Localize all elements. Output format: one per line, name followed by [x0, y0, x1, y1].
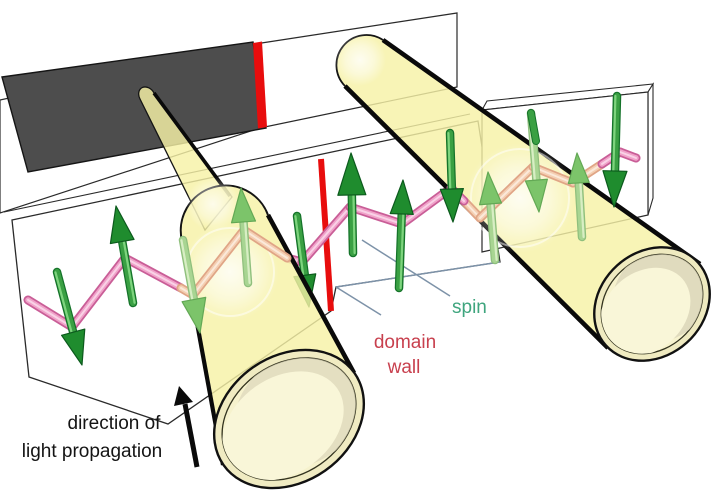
spin-chain-bond — [67, 253, 130, 332]
spin-arrow-up — [478, 171, 503, 265]
spin-arrow-up — [567, 152, 590, 242]
plane-bottom-edge-line — [335, 261, 501, 288]
spin-arrow-up — [389, 179, 414, 293]
spin-arrow-down — [439, 128, 464, 223]
screen-domain-wall-line — [253, 41, 267, 129]
propagation-arrow — [174, 386, 200, 468]
spin-arrow-up — [109, 205, 138, 308]
spin-arrow-up — [230, 187, 257, 288]
spin-chain-bond — [120, 253, 186, 293]
spin-chain-inside-beam-layer — [176, 108, 607, 334]
spin-leader-line — [361, 239, 451, 297]
spin-chain-bond — [345, 202, 407, 229]
propagation-label-line1: direction of — [68, 413, 162, 434]
panel-side-face — [647, 82, 654, 216]
beam-opening-right — [593, 243, 714, 362]
spin-chain-front-layer — [439, 91, 641, 223]
domain-wall-label-line2: wall — [387, 357, 421, 378]
beam-glow-focus-left — [181, 223, 279, 321]
domain-wall-label-line1: domain — [374, 332, 436, 353]
beam-glow-cap-left — [186, 177, 240, 231]
beam-opening-left — [212, 346, 368, 490]
beam-glow-cap-right — [334, 34, 386, 86]
spin-label: spin — [452, 297, 487, 318]
light-beams — [138, 34, 714, 490]
spin-chain-bond — [23, 295, 77, 332]
spin-arrow-up — [337, 152, 367, 258]
spin-chain-bond — [297, 202, 355, 267]
propagation-arrow-head — [174, 386, 193, 406]
propagation-label-line2: light propagation — [22, 441, 163, 462]
spin-arrow-down — [178, 235, 207, 334]
screen-dark-region — [1, 41, 267, 173]
spin-arrow-down — [52, 267, 86, 366]
spin-arrow-down — [602, 91, 628, 208]
spin-chain-bond — [239, 225, 292, 263]
annotations: spin domain wall direction of light prop… — [22, 297, 487, 468]
leader-lines — [335, 239, 501, 316]
domain-wall-leader-line — [335, 286, 382, 316]
spin-chain-bond — [188, 225, 249, 300]
spin-chain-bond — [615, 147, 641, 163]
spin-arrow-down — [527, 109, 540, 145]
